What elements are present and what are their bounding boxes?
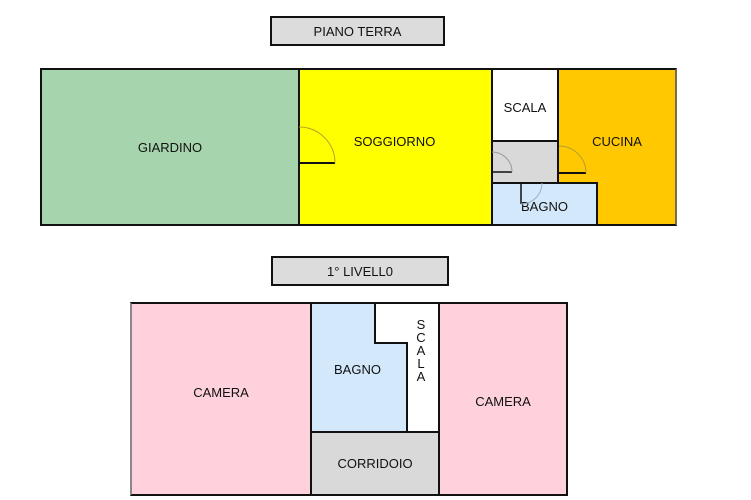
door-icon [520, 182, 543, 205]
room-camera-left-label: CAMERA [193, 384, 249, 400]
room-soggiorno: SOGGIORNO [298, 68, 493, 226]
room-camera-right: CAMERA [438, 302, 568, 496]
room-giardino: GIARDINO [40, 68, 300, 226]
ground-floor-title: PIANO TERRA [270, 16, 445, 46]
room-scala-first-label: S C A L A [416, 317, 426, 384]
room-bagno-ground: BAGNO [491, 182, 598, 226]
room-scala-label: SCALA [503, 99, 547, 115]
room-cucina-label: CUCINA [592, 133, 642, 149]
ground-floor-title-text: PIANO TERRA [313, 23, 402, 39]
room-giardino-label: GIARDINO [137, 139, 203, 155]
door-icon [558, 145, 587, 174]
room-soggiorno-label: SOGGIORNO [353, 133, 436, 149]
first-floor-plan: CAMERA BAGNO S C A L A CORRIDOIO CAMERA [130, 302, 568, 496]
room-corridoio-label: CORRIDOIO [337, 456, 413, 471]
room-bagno-ground-label: BAGNO [521, 198, 568, 214]
first-floor-title-text: 1° LIVELL0 [327, 263, 393, 279]
bagno-scala-shape [310, 302, 440, 434]
room-camera-right-label: CAMERA [475, 393, 531, 409]
door-icon [491, 151, 513, 173]
ground-floor-plan: GIARDINO SOGGIORNO SCALA CUCINA BAGNO [40, 68, 677, 226]
door-icon [298, 126, 336, 164]
room-corridoio: CORRIDOIO [310, 431, 440, 496]
ground-floor-doors [298, 126, 587, 205]
first-floor-title: 1° LIVELL0 [271, 256, 449, 286]
room-scala: SCALA [491, 68, 559, 142]
room-bagno-first-label: BAGNO [334, 362, 381, 377]
room-camera-left: CAMERA [130, 302, 312, 496]
